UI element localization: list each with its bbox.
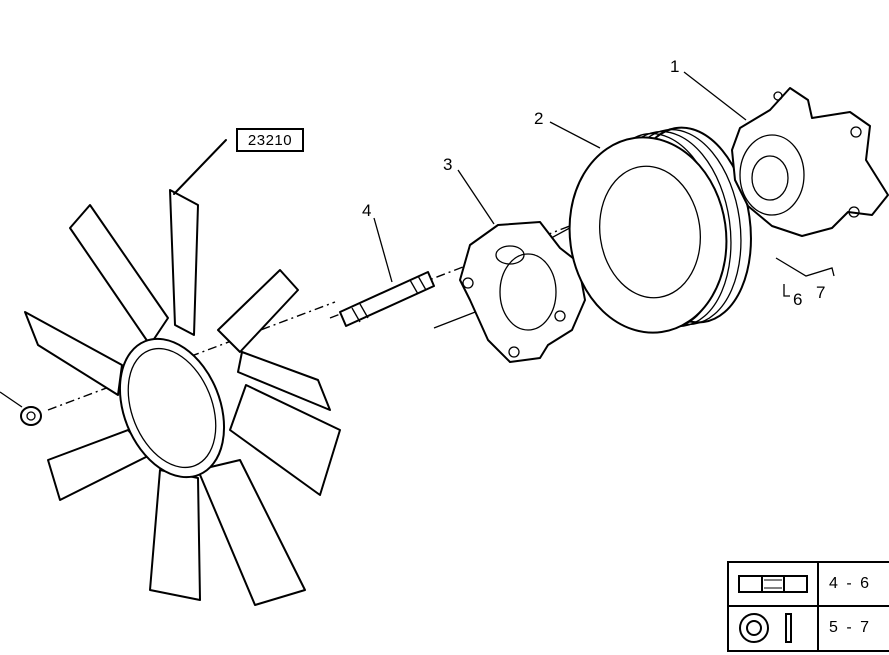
fan-hub-rim [127,347,217,469]
fan-spacer [459,221,586,363]
reference-code: 23210 [247,131,293,149]
fan-hub-bracket [731,87,889,237]
reference-code-box: 23210 [236,128,304,152]
cooling-fan [24,189,341,606]
fan-blade [24,311,123,396]
washer-nut-icon [729,606,819,650]
bolt-side-view-icon [729,563,819,607]
callout-3: 3 [443,155,452,174]
leader-6 [783,284,790,297]
callout-2: 2 [534,109,543,128]
belt-pulley [568,126,752,334]
leader-2 [549,121,601,149]
legend-table: 4 - 6 5 - 7 [727,561,889,652]
threaded-stud [339,271,435,327]
callout-4: 4 [362,201,371,220]
leader-7 [775,257,835,277]
fan-blade [229,384,341,496]
fan-blade [237,351,331,411]
leader-1 [683,71,747,121]
callout-6: 6 [793,290,802,309]
legend-text-washer: 5 - 7 [829,619,872,637]
legend-text-bolt: 4 - 6 [819,563,889,607]
fan-blade [197,459,306,606]
fan-blade [217,269,299,353]
fan-blade [69,204,169,346]
leader-3 [457,169,495,225]
leader-4 [373,217,393,283]
leader-lines [173,71,835,297]
leader-23210 [173,139,227,195]
fan-blade [169,189,199,336]
callout-1: 1 [670,57,679,76]
fixing-nut [0,391,42,426]
callout-7: 7 [816,283,825,302]
fan-blade [149,469,201,601]
